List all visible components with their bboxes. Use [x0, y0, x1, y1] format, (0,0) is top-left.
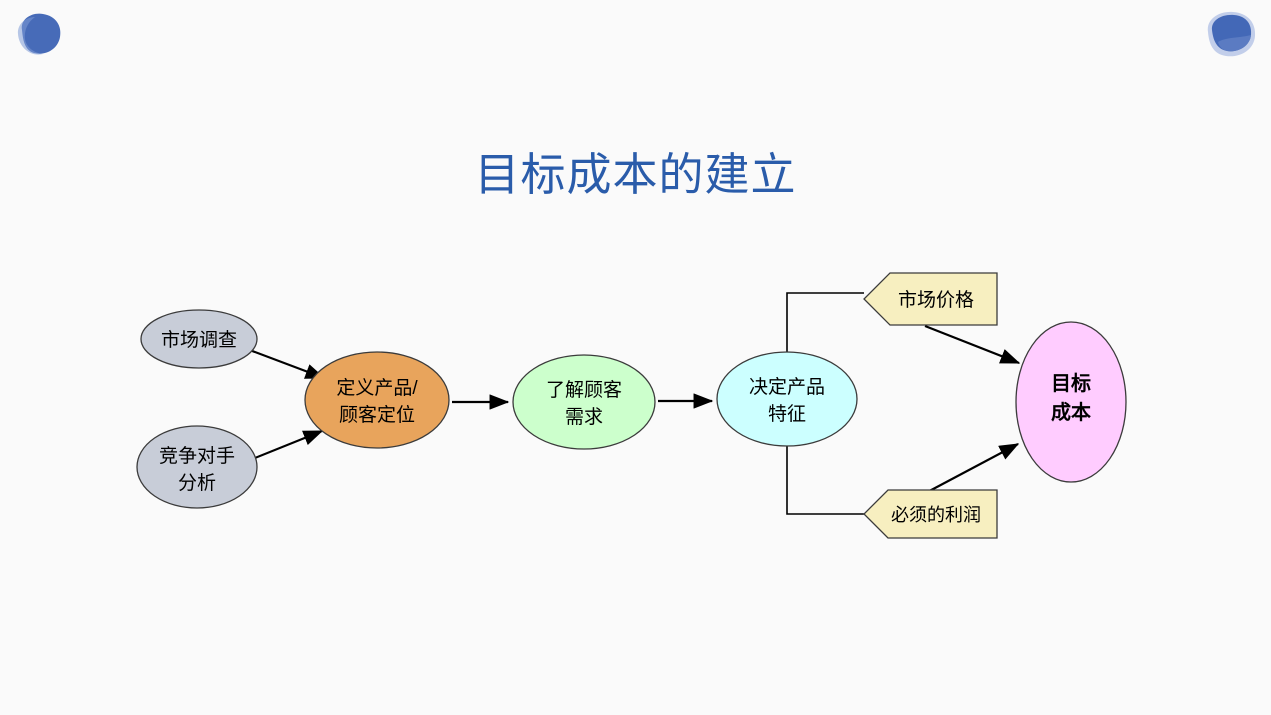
understand-demand-label-line1: 了解顾客: [546, 379, 622, 401]
node-competitor-analysis[interactable]: 竞争对手 分析: [136, 425, 258, 509]
edge-features-to-market-price: [786, 292, 864, 352]
product-features-label-line1: 决定产品: [749, 376, 825, 398]
edge-competitor-analysis-to-define-product: [244, 429, 324, 464]
node-market-research[interactable]: 市场调查: [140, 309, 258, 369]
node-target-cost[interactable]: 目标 成本: [1015, 321, 1127, 483]
target-cost-label-line2: 成本: [1051, 400, 1091, 424]
required-profit-shape: [863, 489, 998, 539]
understand-demand-label-line2: 需求: [565, 406, 603, 428]
target-cost-label-line1: 目标: [1051, 372, 1091, 395]
node-market-price[interactable]: 市场价格: [863, 272, 998, 326]
node-product-features[interactable]: 决定产品 特征: [716, 351, 858, 447]
product-features-shape: [716, 351, 858, 447]
competitor-analysis-label-line1: 竞争对手: [159, 445, 235, 467]
node-understand-demand[interactable]: 了解顾客 需求: [512, 354, 656, 450]
required-profit-label: 必须的利润: [891, 505, 981, 525]
market-research-label: 市场调查: [161, 329, 237, 351]
define-product-label-line2: 顾客定位: [339, 404, 415, 426]
edge-features-to-required-profit: [786, 446, 864, 515]
market-price-label: 市场价格: [898, 289, 974, 311]
competitor-analysis-shape: [136, 425, 258, 509]
market-price-shape: [863, 272, 998, 326]
product-features-label-line2: 特征: [768, 403, 806, 425]
edge-market-research-to-define-product: [246, 347, 326, 380]
node-define-product[interactable]: 定义产品/ 顾客定位: [304, 351, 450, 449]
define-product-label-line1: 定义产品/: [336, 377, 418, 399]
target-cost-shape: [1015, 321, 1127, 483]
page-title: 目标成本的建立: [474, 149, 797, 200]
edge-market-price-to-target-cost: [924, 324, 1021, 365]
competitor-analysis-label-line2: 分析: [178, 472, 216, 494]
market-research-shape: [140, 309, 258, 369]
node-required-profit[interactable]: 必须的利润: [863, 489, 998, 539]
understand-demand-shape: [512, 354, 656, 450]
edge-required-profit-to-target-cost: [919, 443, 1020, 497]
define-product-shape: [304, 351, 450, 449]
